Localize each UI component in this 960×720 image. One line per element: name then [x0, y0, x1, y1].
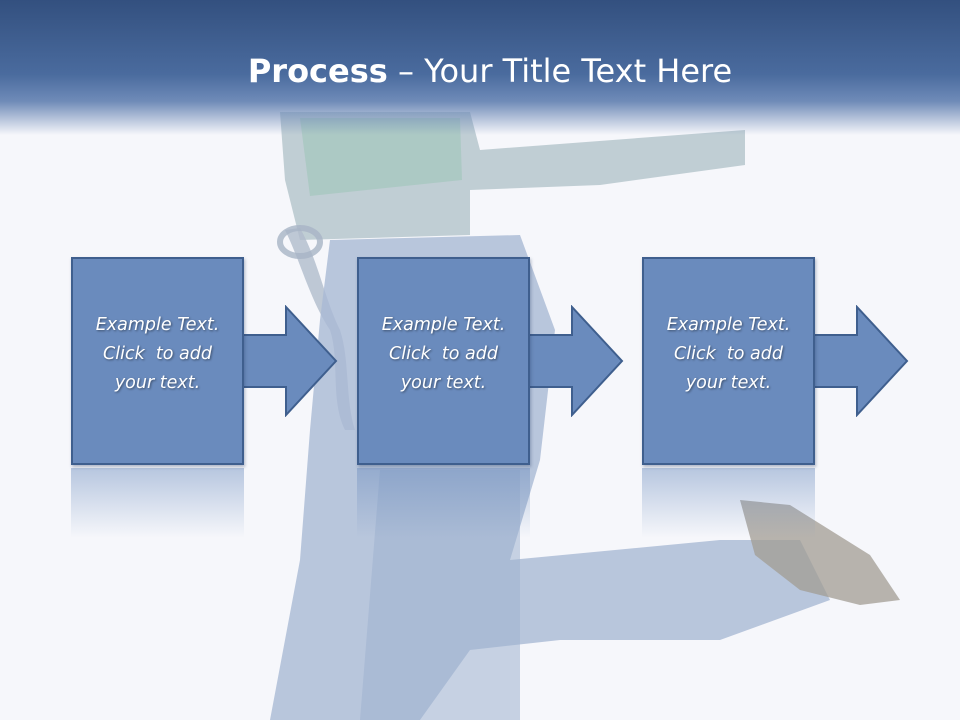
step-3-arrow-icon: [813, 305, 909, 417]
step-2-line-1: Example Text.: [381, 315, 506, 335]
step-3-line-2: Click to add: [674, 344, 783, 364]
step-2-arrow-icon: [528, 305, 624, 417]
step-1-arrow-icon: [242, 305, 338, 417]
step-1-line-1: Example Text.: [95, 315, 220, 335]
step-1-line-2: Click to add: [103, 344, 212, 364]
step-1-line-3: your text.: [114, 373, 201, 393]
step-3-line-1: Example Text.: [666, 315, 791, 335]
step-3-box[interactable]: Example Text. Click to add your text.: [642, 257, 815, 465]
step-1-reflection: [71, 468, 244, 538]
step-2-text[interactable]: Example Text. Click to add your text.: [359, 311, 528, 398]
step-1-text[interactable]: Example Text. Click to add your text.: [73, 311, 242, 398]
step-3-text[interactable]: Example Text. Click to add your text.: [644, 311, 813, 398]
step-2-line-3: your text.: [400, 373, 487, 393]
title-bar: Process – Your Title Text Here: [0, 0, 960, 135]
title-bold-text: Process: [247, 52, 388, 90]
step-2-reflection: [357, 468, 530, 538]
title-rest-text: – Your Title Text Here: [387, 52, 733, 90]
step-2-line-2: Click to add: [389, 344, 498, 364]
step-2-box[interactable]: Example Text. Click to add your text.: [357, 257, 530, 465]
step-3-reflection: [642, 468, 815, 538]
step-1-box[interactable]: Example Text. Click to add your text.: [71, 257, 244, 465]
step-3-line-3: your text.: [685, 373, 772, 393]
slide-title[interactable]: Process – Your Title Text Here: [0, 52, 960, 90]
